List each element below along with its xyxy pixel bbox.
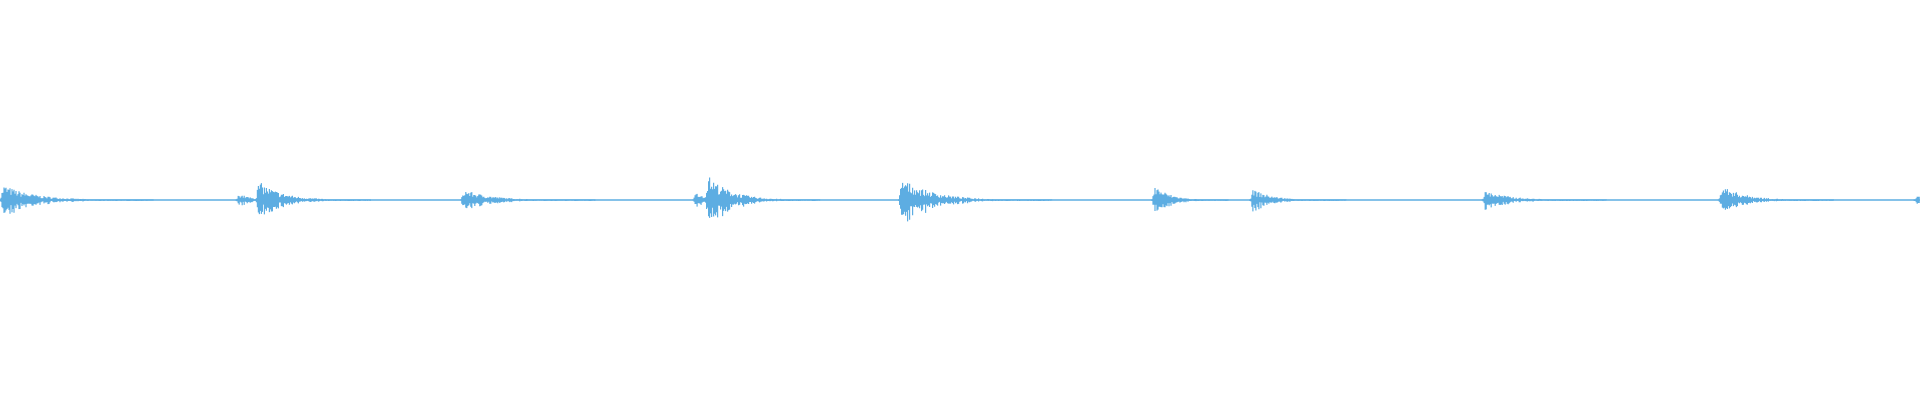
waveform-burst-11 [1717,189,1834,210]
waveform-burst-12 [1913,196,1920,204]
waveform-bursts [0,177,1920,222]
waveform-burst-7 [898,182,1053,222]
waveform-burst-4 [460,192,596,209]
waveform-burst-6 [704,177,821,218]
waveform-burst-3 [254,183,371,215]
waveform-burst-1 [0,187,154,214]
waveform-burst-9 [1249,190,1347,212]
waveform-burst-10 [1481,192,1607,210]
waveform-burst-8 [1151,188,1229,211]
